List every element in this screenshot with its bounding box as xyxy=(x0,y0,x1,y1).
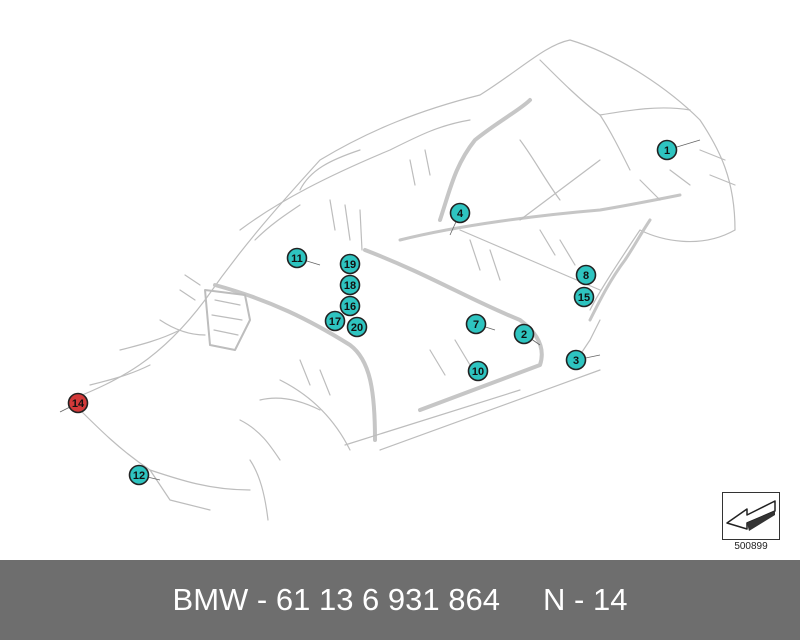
callout-circle xyxy=(573,286,595,308)
callout-leader-lines xyxy=(59,139,701,481)
callout-8: 8 xyxy=(575,264,597,286)
part-number-caption: BMW - 61 13 6 931 864 N - 14 xyxy=(172,582,628,617)
callout-15: 15 xyxy=(573,286,595,308)
callout-7: 7 xyxy=(465,313,487,335)
callout-circle xyxy=(513,323,535,345)
callout-label: 7 xyxy=(473,319,479,331)
callout-circle xyxy=(449,202,471,224)
callout-10: 10 xyxy=(467,360,489,382)
diagram-reference-number: 500899 xyxy=(734,541,768,552)
callout-circle xyxy=(339,253,361,275)
callout-circle xyxy=(656,139,678,161)
callout-label: 1 xyxy=(664,145,670,157)
callout-label: 15 xyxy=(578,292,590,304)
orientation-arrow-icon xyxy=(722,492,780,540)
callout-label: 17 xyxy=(329,316,341,328)
callout-label: 3 xyxy=(573,355,579,367)
callout-label: 20 xyxy=(351,322,363,334)
callout-19: 19 xyxy=(339,253,361,275)
callout-label: 8 xyxy=(583,270,589,282)
callout-2: 2 xyxy=(513,323,535,345)
wiring-harness-drawing xyxy=(69,39,736,521)
callout-label: 19 xyxy=(344,259,356,271)
callout-label: 16 xyxy=(344,301,356,313)
callout-label: 12 xyxy=(133,470,145,482)
callout-label: 11 xyxy=(291,253,303,265)
callout-circle xyxy=(324,310,346,332)
callout-label: 10 xyxy=(472,366,484,378)
callout-11: 11 xyxy=(286,247,308,269)
callout-label: 4 xyxy=(457,208,464,220)
callout-circle xyxy=(339,274,361,296)
callout-circle xyxy=(67,392,89,414)
callout-circle xyxy=(128,464,150,486)
callout-17: 17 xyxy=(324,310,346,332)
callout-3: 3 xyxy=(565,349,587,371)
footer-bar: BMW - 61 13 6 931 864 N - 14 xyxy=(0,560,800,640)
callout-circle xyxy=(467,360,489,382)
callout-1: 1 xyxy=(656,139,678,161)
callout-label: 18 xyxy=(344,280,356,292)
callout-circle xyxy=(575,264,597,286)
callout-label: 2 xyxy=(521,329,527,341)
callout-18: 18 xyxy=(339,274,361,296)
callout-14: 14 xyxy=(67,392,89,414)
callout-circle xyxy=(339,295,361,317)
callout-4: 4 xyxy=(449,202,471,224)
callout-16: 16 xyxy=(339,295,361,317)
callout-20: 20 xyxy=(346,316,368,338)
callout-circle xyxy=(346,316,368,338)
callout-label: 14 xyxy=(72,398,85,410)
callout-circle xyxy=(286,247,308,269)
callout-circle xyxy=(465,313,487,335)
callout-circle xyxy=(565,349,587,371)
callout-12: 12 xyxy=(128,464,150,486)
